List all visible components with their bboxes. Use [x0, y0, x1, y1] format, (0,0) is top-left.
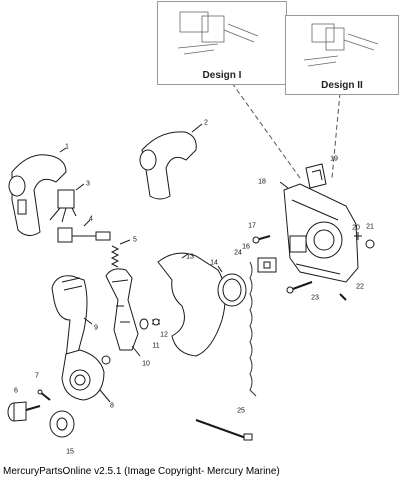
callout-12: 12 [160, 331, 168, 339]
part-3-switch [49, 183, 85, 223]
part-17-screw [252, 235, 271, 244]
part-2-handle [139, 123, 203, 200]
inset-design-1: Design I [157, 1, 287, 85]
callout-24: 24 [234, 249, 242, 257]
part-19-clip [305, 163, 327, 189]
inset-design-2: Design II [285, 15, 399, 95]
callout-11: 11 [152, 342, 160, 350]
part-10-lever [105, 268, 141, 357]
callout-19: 19 [330, 155, 338, 163]
part-6-knob [7, 401, 41, 422]
part-24-block [257, 257, 277, 273]
callout-4: 4 [89, 215, 93, 223]
inset-label: Design II [321, 80, 363, 91]
inset-label: Design I [202, 70, 242, 81]
callout-1: 1 [65, 143, 69, 151]
callout-16: 16 [242, 243, 250, 251]
part-23-screw [286, 281, 313, 294]
part-14-bushing [217, 265, 247, 307]
inset-leader-line [231, 82, 301, 179]
callout-17: 17 [248, 222, 256, 230]
wire-harness [249, 261, 257, 397]
part-8-plate [61, 349, 111, 403]
inset-leader-line [331, 92, 341, 179]
callout-7: 7 [35, 372, 39, 380]
part-9-lever-arm [51, 275, 93, 361]
copyright-caption: MercuryPartsOnline v2.5.1 (Image Copyrig… [3, 466, 280, 477]
inset-design-2-drawing [303, 23, 379, 67]
callout-9: 9 [94, 324, 98, 332]
callout-25: 25 [237, 407, 245, 415]
part-13-cover-plate [157, 252, 226, 357]
part-18-housing [279, 181, 359, 283]
part-5-spring [110, 239, 131, 268]
part-20-21-hardware [354, 232, 375, 249]
callout-2: 2 [204, 119, 208, 127]
callout-8: 8 [110, 402, 114, 410]
callout-5: 5 [133, 236, 137, 244]
callout-21: 21 [366, 223, 374, 231]
callout-22: 22 [356, 283, 364, 291]
callout-10: 10 [142, 360, 150, 368]
part-1-handle [8, 147, 67, 236]
callout-13: 13 [186, 253, 194, 261]
part-22-pin [339, 293, 347, 301]
inset-design-1-drawing [177, 11, 259, 55]
callout-15: 15 [66, 448, 74, 456]
part-15-washer [49, 410, 75, 438]
part-25-cable-tie [195, 419, 253, 441]
callout-20: 20 [352, 224, 360, 232]
callout-6: 6 [14, 387, 18, 395]
callout-18: 18 [258, 178, 266, 186]
callout-3: 3 [86, 180, 90, 188]
part-7-screw [37, 389, 51, 401]
callout-23: 23 [311, 294, 319, 302]
part-11-12-fasteners [139, 318, 160, 330]
callout-14: 14 [210, 259, 218, 267]
part-4-connector [57, 219, 111, 243]
